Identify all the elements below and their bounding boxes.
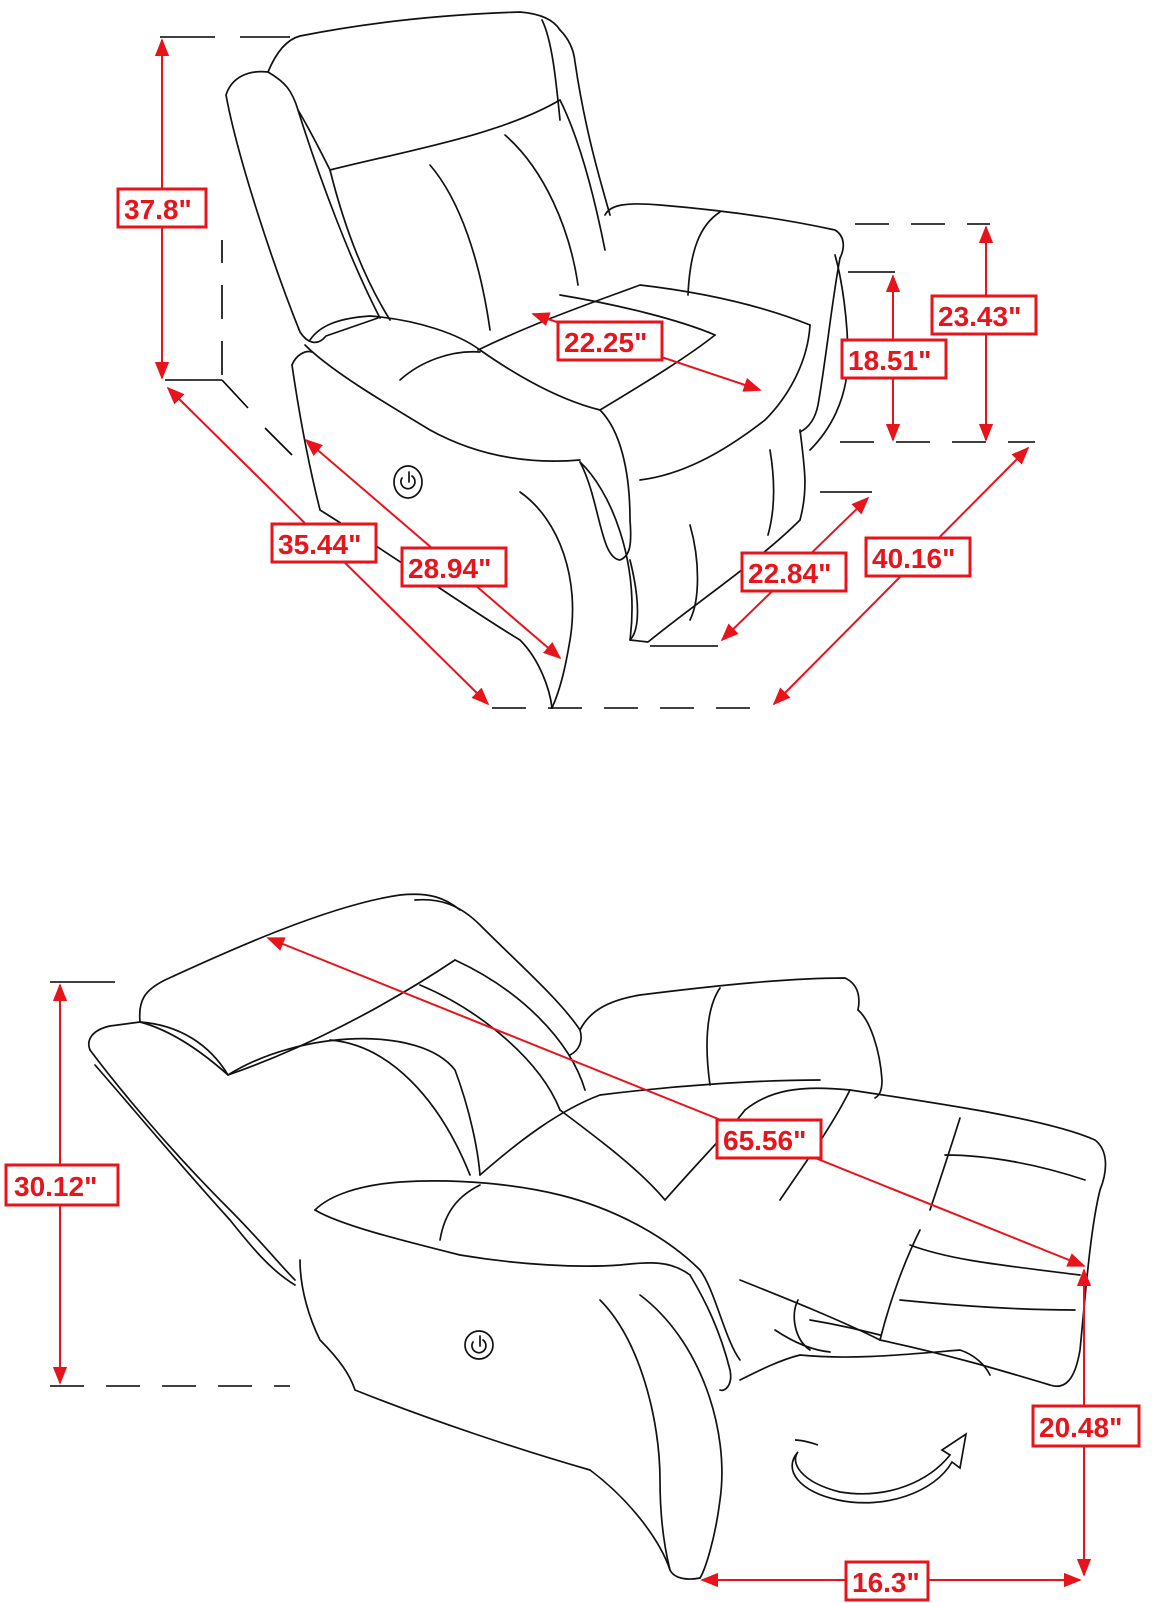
reclined-extension-lines xyxy=(50,981,290,1387)
svg-text:16.3": 16.3" xyxy=(852,1567,920,1598)
svg-text:28.94": 28.94" xyxy=(408,553,491,584)
dim-reclined-length xyxy=(266,937,1086,1267)
svg-text:22.25": 22.25" xyxy=(564,327,647,358)
svg-text:37.8": 37.8" xyxy=(124,194,192,225)
reclined-recliner-drawing xyxy=(88,893,1107,1580)
power-button-icon xyxy=(393,465,423,499)
label-seat-width: 22.25" xyxy=(556,320,664,362)
svg-text:18.51": 18.51" xyxy=(848,345,931,376)
svg-text:40.16": 40.16" xyxy=(872,543,955,574)
svg-text:30.12": 30.12" xyxy=(14,1171,97,1202)
label-footrest-height: 20.48" xyxy=(1031,1404,1141,1448)
svg-text:65.56": 65.56" xyxy=(723,1125,806,1156)
power-button-icon xyxy=(464,1330,494,1360)
label-seat-depth: 28.94" xyxy=(400,546,508,588)
curved-arrow-icon xyxy=(791,1432,968,1504)
label-reclined-length: 65.56" xyxy=(715,1118,823,1160)
svg-text:35.44": 35.44" xyxy=(278,529,361,560)
svg-text:22.84": 22.84" xyxy=(748,558,831,589)
label-arm-height: 23.43" xyxy=(930,294,1038,336)
upright-recliner-drawing xyxy=(225,11,849,709)
svg-text:20.48": 20.48" xyxy=(1039,1412,1122,1443)
label-wall-clearance: 16.3" xyxy=(844,1560,930,1602)
label-overall-height: 37.8" xyxy=(116,187,208,229)
svg-text:23.43": 23.43" xyxy=(938,301,1021,332)
label-seat-front-width: 22.84" xyxy=(740,551,848,593)
label-seat-height: 18.51" xyxy=(840,338,948,380)
label-overall-width: 40.16" xyxy=(864,536,972,578)
label-overall-depth: 35.44" xyxy=(270,522,378,564)
label-reclined-height: 30.12" xyxy=(4,1163,120,1207)
